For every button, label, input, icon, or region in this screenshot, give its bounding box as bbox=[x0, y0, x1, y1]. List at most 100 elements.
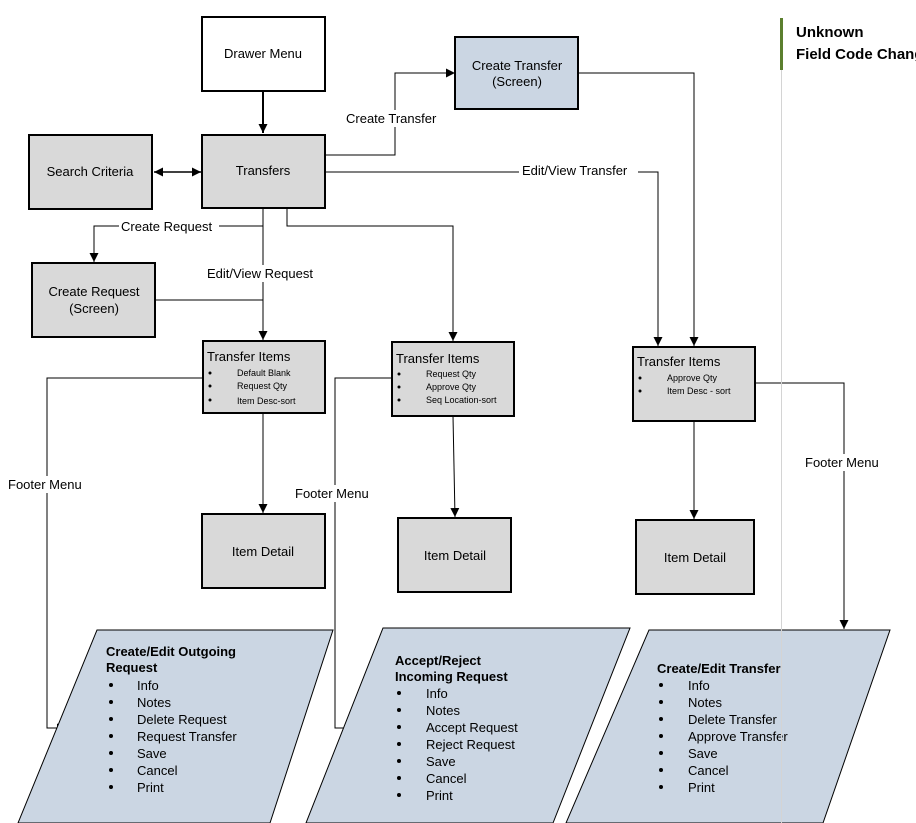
item-detail-2-box[interactable] bbox=[397, 517, 512, 593]
search-criteria-box[interactable] bbox=[28, 134, 153, 210]
label-bg bbox=[204, 265, 322, 282]
screen-1-item-5: Save bbox=[137, 746, 167, 761]
bullet bbox=[208, 384, 212, 388]
label-bg bbox=[6, 476, 90, 493]
screen-2-item-2: Notes bbox=[426, 703, 460, 718]
label-bg bbox=[519, 163, 638, 180]
edge-create-transfer-screen-down bbox=[578, 72, 699, 346]
bullet bbox=[397, 398, 401, 402]
transfer-items-1-bullet-1: Default Blank bbox=[237, 368, 291, 378]
screen-2-title-2: Incoming Request bbox=[395, 669, 508, 684]
footer-menu-3-label: Footer Menu bbox=[805, 455, 879, 470]
bullet bbox=[397, 759, 401, 763]
item-detail-3-label: Item Detail bbox=[664, 550, 726, 565]
edge-create-request bbox=[89, 208, 264, 262]
transfers-label: Transfers bbox=[236, 163, 291, 178]
screen-3-item-5: Save bbox=[688, 746, 718, 761]
drawer-menu-label: Drawer Menu bbox=[224, 46, 302, 61]
bullet bbox=[109, 734, 113, 738]
incoming-request-screen-shape[interactable] bbox=[305, 627, 631, 823]
bullet bbox=[397, 691, 401, 695]
change-note-line-1: Unknown bbox=[796, 24, 864, 41]
bullet bbox=[208, 398, 212, 402]
create-request-edge-label: Create Request bbox=[121, 219, 212, 234]
bullet bbox=[397, 742, 401, 746]
edge-edit-view-transfer bbox=[326, 171, 663, 346]
comment-marker bbox=[780, 18, 783, 70]
create-request-screen-box[interactable] bbox=[31, 262, 156, 338]
item-detail-3-box[interactable] bbox=[635, 519, 755, 595]
item-detail-1-box[interactable] bbox=[201, 513, 326, 589]
transfers-box[interactable] bbox=[201, 134, 326, 209]
bullet bbox=[659, 768, 663, 772]
edge-transfers-to-items-2 bbox=[286, 208, 458, 341]
bullet bbox=[397, 776, 401, 780]
edit-view-request-edge-label: Edit/View Request bbox=[207, 266, 313, 281]
bullet bbox=[397, 385, 401, 389]
transfer-items-2-bullet-3: Seq Location-sort bbox=[426, 395, 497, 405]
bullet bbox=[638, 389, 642, 393]
bullet bbox=[109, 717, 113, 721]
screen-2-item-6: Cancel bbox=[426, 771, 467, 786]
screen-1-item-1: Info bbox=[137, 678, 159, 693]
bullet bbox=[109, 751, 113, 755]
bullet bbox=[397, 372, 401, 376]
screen-3-item-2: Notes bbox=[688, 695, 722, 710]
bullet bbox=[109, 785, 113, 789]
bullet bbox=[208, 371, 212, 375]
screen-3-item-4: Approve Transfer bbox=[688, 729, 788, 744]
label-bg bbox=[119, 218, 219, 234]
bullet bbox=[109, 700, 113, 704]
footer-menu-2-label: Footer Menu bbox=[295, 486, 369, 501]
screen-1-item-4: Request Transfer bbox=[137, 729, 237, 744]
screen-1-item-6: Cancel bbox=[137, 763, 178, 778]
bullet bbox=[109, 683, 113, 687]
transfer-items-2-box[interactable] bbox=[391, 341, 515, 417]
search-criteria-label: Search Criteria bbox=[47, 164, 134, 179]
create-transfer-edge-label: Create Transfer bbox=[346, 111, 437, 126]
screen-2-item-1: Info bbox=[426, 686, 448, 701]
label-bg bbox=[803, 454, 887, 471]
transfer-items-2-title: Transfer Items bbox=[396, 351, 480, 366]
drawer-menu-box[interactable] bbox=[201, 16, 326, 92]
transfer-items-3-box[interactable] bbox=[632, 346, 756, 422]
screen-1-item-3: Delete Request bbox=[137, 712, 227, 727]
transfer-items-3-title: Transfer Items bbox=[637, 354, 721, 369]
bullet bbox=[397, 708, 401, 712]
screen-2-item-3: Accept Request bbox=[426, 720, 518, 735]
screen-2-item-4: Reject Request bbox=[426, 737, 515, 752]
create-transfer-screen-box[interactable] bbox=[454, 36, 579, 110]
transfer-items-3-bullet-1: Approve Qty bbox=[667, 373, 718, 383]
screen-1-item-7: Print bbox=[137, 780, 164, 795]
screen-2-title-1: Accept/Reject bbox=[395, 653, 482, 668]
transfer-items-1-bullet-2: Request Qty bbox=[237, 381, 288, 391]
screen-3-item-7: Print bbox=[688, 780, 715, 795]
transfer-items-1-box[interactable] bbox=[202, 340, 326, 414]
bullet bbox=[659, 700, 663, 704]
footer-menu-1-label: Footer Menu bbox=[8, 477, 82, 492]
bullet bbox=[659, 751, 663, 755]
item-detail-2-label: Item Detail bbox=[424, 548, 486, 563]
screen-3-item-6: Cancel bbox=[688, 763, 729, 778]
screen-1-title-1: Create/Edit Outgoing bbox=[106, 644, 236, 659]
transfer-items-1-bullet-3: Item Desc-sort bbox=[237, 396, 296, 406]
bullet bbox=[659, 683, 663, 687]
change-note-line-2: Field Code Changed bbox=[796, 46, 916, 63]
edge-items2-detail bbox=[450, 415, 460, 518]
create-request-screen-label-2: (Screen) bbox=[69, 301, 119, 316]
create-transfer-screen-label-2: (Screen) bbox=[492, 74, 542, 89]
edit-view-transfer-edge-label: Edit/View Transfer bbox=[522, 163, 628, 178]
screen-1-item-2: Notes bbox=[137, 695, 171, 710]
transfer-items-2-bullet-1: Request Qty bbox=[426, 369, 477, 379]
transfer-items-2-bullet-2: Approve Qty bbox=[426, 382, 477, 392]
bullet bbox=[397, 793, 401, 797]
create-edit-transfer-screen-shape[interactable] bbox=[565, 629, 891, 823]
outgoing-request-screen-shape[interactable] bbox=[17, 629, 334, 823]
screen-1-title-2: Request bbox=[106, 660, 158, 675]
bullet bbox=[397, 725, 401, 729]
transfer-items-1-title: Transfer Items bbox=[207, 349, 291, 364]
bullet bbox=[659, 785, 663, 789]
transfer-items-3-bullet-2: Item Desc - sort bbox=[667, 386, 731, 396]
change-note[interactable]: Unknown Field Code Changed bbox=[796, 22, 916, 66]
